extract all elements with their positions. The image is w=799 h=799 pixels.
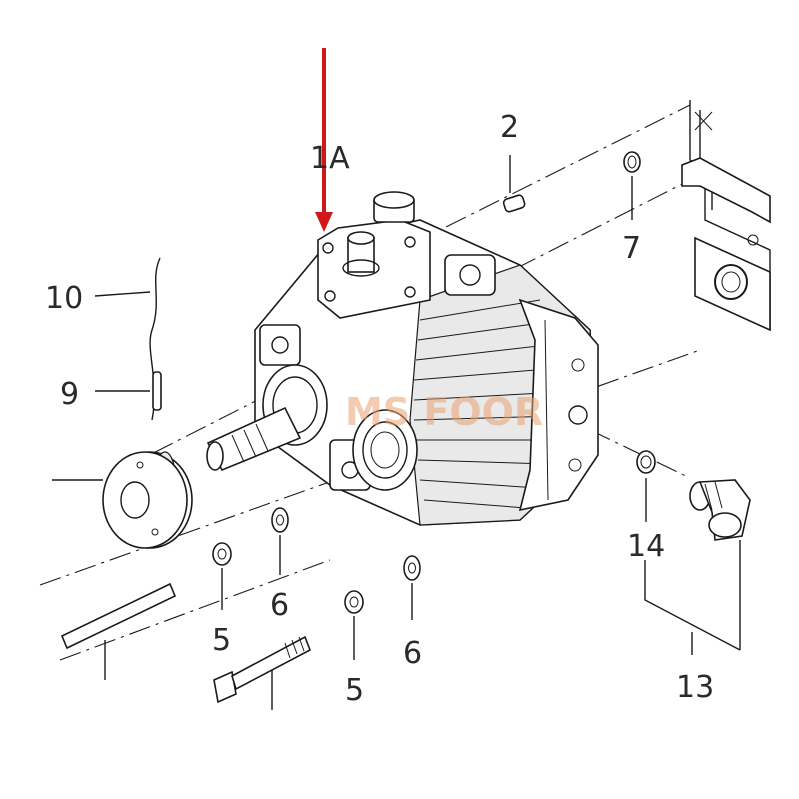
part-6-washer-lower (403, 555, 421, 620)
callout-5-lower: 5 (345, 673, 364, 708)
callout-7: 7 (622, 231, 641, 266)
mounting-bracket (681, 100, 771, 332)
callout-6-upper: 6 (270, 588, 289, 623)
part-5-washer-lower (344, 590, 364, 660)
part-6-washer-upper (271, 507, 289, 575)
bolt (213, 635, 312, 710)
callout-13: 13 (676, 670, 714, 705)
callout-6-lower: 6 (403, 636, 422, 671)
part-14-oring (636, 450, 656, 522)
callout-9: 9 (60, 377, 79, 412)
long-stud (60, 582, 177, 680)
callout-10: 10 (45, 281, 83, 316)
watermark-logo: MS FOOR (345, 390, 543, 434)
callout-5-upper: 5 (212, 623, 231, 658)
highlight-arrow (315, 48, 333, 232)
part-2-dowel (502, 155, 526, 213)
part-9-pin (95, 371, 162, 411)
coupling-hub (52, 451, 193, 549)
input-shaft (206, 406, 302, 472)
callout-1A: 1A (310, 141, 350, 176)
callout-14: 14 (627, 529, 665, 564)
part-10-cable (94, 257, 161, 421)
callout-2: 2 (500, 110, 519, 145)
part-7-oring (623, 151, 641, 220)
transmission-body (254, 191, 599, 526)
part-13-elbow-fitting (644, 479, 751, 655)
part-5-washer-upper (212, 542, 232, 610)
